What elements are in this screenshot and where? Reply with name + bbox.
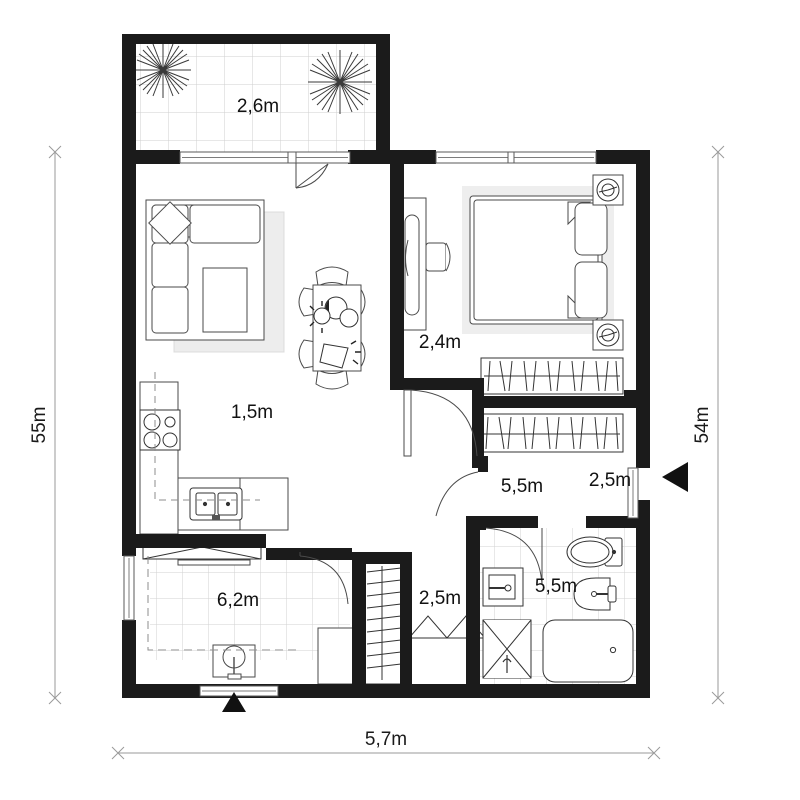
kitchen-sink bbox=[189, 487, 243, 521]
bathtub-icon bbox=[542, 619, 634, 683]
balcony-floor-tile bbox=[136, 42, 376, 154]
room-label-hall: 5,5m bbox=[501, 476, 543, 497]
wardrobe bbox=[363, 561, 405, 685]
washing-machine bbox=[482, 567, 524, 607]
door-swing-second-room bbox=[299, 552, 349, 605]
room-label-closet: 2,5m bbox=[419, 588, 461, 609]
second-room-floor-tile bbox=[150, 552, 350, 660]
shower-tray bbox=[482, 619, 532, 679]
room-label-second-room: 6,2m bbox=[217, 590, 259, 611]
double-bed bbox=[469, 195, 603, 325]
toilet-icon bbox=[566, 536, 623, 568]
room-label-living-room: 1,5m bbox=[231, 402, 273, 423]
room-label-entry: 2,5m bbox=[589, 470, 631, 491]
wardrobe bbox=[477, 413, 624, 453]
window bbox=[179, 151, 351, 164]
overall-width-bottom bbox=[111, 746, 661, 760]
plant-icon bbox=[135, 42, 372, 114]
coffee-table bbox=[202, 267, 248, 333]
overall-height-right bbox=[711, 145, 725, 705]
bed-pillow bbox=[574, 202, 608, 319]
window bbox=[123, 555, 135, 621]
entry-door[interactable] bbox=[627, 467, 639, 519]
cooktop-icon bbox=[139, 409, 181, 451]
desk bbox=[399, 197, 427, 331]
view-direction-marker-bottom bbox=[222, 692, 246, 712]
window bbox=[199, 685, 279, 697]
overall-height-left bbox=[48, 145, 62, 705]
room-label-bathroom: 5,5m bbox=[535, 576, 577, 597]
window bbox=[435, 151, 597, 164]
view-direction-marker-right bbox=[662, 462, 688, 492]
tableware-icons bbox=[309, 296, 361, 369]
washbasin-icon bbox=[573, 577, 617, 611]
wardrobe bbox=[480, 357, 624, 395]
nightstand bbox=[592, 174, 624, 351]
kitchen-counter bbox=[139, 381, 289, 535]
overall-height-right-label: 54m bbox=[692, 407, 713, 444]
room-label-balcony: 2,6m bbox=[237, 96, 279, 117]
room-label-bedroom: 2,4m bbox=[419, 332, 461, 353]
walls bbox=[122, 34, 650, 698]
desk-chair bbox=[425, 242, 451, 272]
door-swing-bathroom bbox=[480, 522, 543, 585]
shelf-second-room bbox=[177, 559, 251, 566]
second-room-dashed-guide bbox=[147, 556, 300, 651]
kitchen-dashed-guide bbox=[154, 372, 260, 501]
overall-width-bottom-label: 5,7m bbox=[365, 729, 407, 750]
door-swing-hall bbox=[435, 471, 479, 517]
throw-pillow bbox=[148, 201, 192, 245]
door-swing-bedroom bbox=[403, 389, 478, 457]
overall-height-left-label: 55m bbox=[29, 407, 50, 444]
desk-second-room bbox=[212, 644, 256, 680]
door-swing-balcony bbox=[295, 163, 329, 189]
lamp-icon bbox=[596, 178, 620, 347]
